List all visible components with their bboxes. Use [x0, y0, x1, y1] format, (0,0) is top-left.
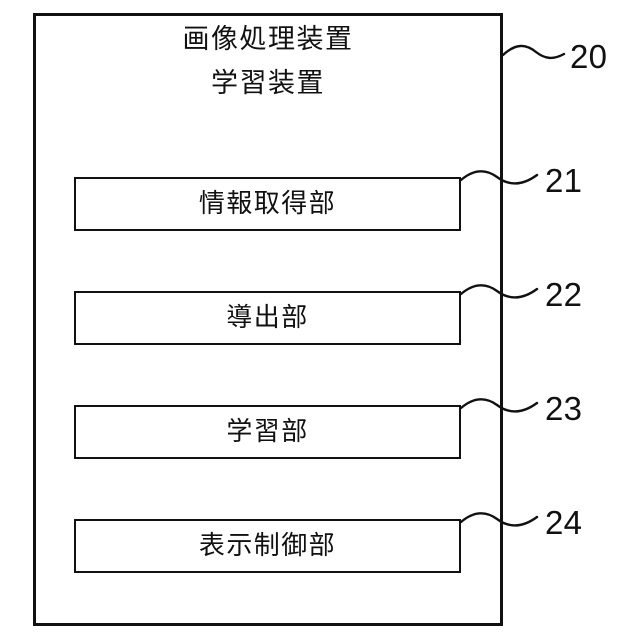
- reference-numeral-21: 21: [545, 162, 583, 199]
- reference-numeral-24: 24: [545, 504, 583, 541]
- reference-numeral-23: 23: [545, 390, 583, 427]
- unit-label-learning: 学習部: [226, 416, 309, 446]
- unit-box-information-acquisition: 情報取得部: [74, 177, 461, 231]
- unit-label-display-control: 表示制御部: [198, 530, 337, 560]
- unit-label-information-acquisition: 情報取得部: [198, 188, 337, 218]
- unit-box-learning: 学習部: [74, 405, 461, 459]
- unit-label-derivation: 導出部: [226, 302, 309, 332]
- unit-box-display-control: 表示制御部: [74, 519, 461, 573]
- unit-box-derivation: 導出部: [74, 291, 461, 345]
- reference-numeral-22: 22: [545, 276, 583, 313]
- device-outer-frame: [33, 13, 503, 626]
- leader-line-20: [501, 44, 566, 60]
- reference-numeral-20: 20: [570, 38, 608, 75]
